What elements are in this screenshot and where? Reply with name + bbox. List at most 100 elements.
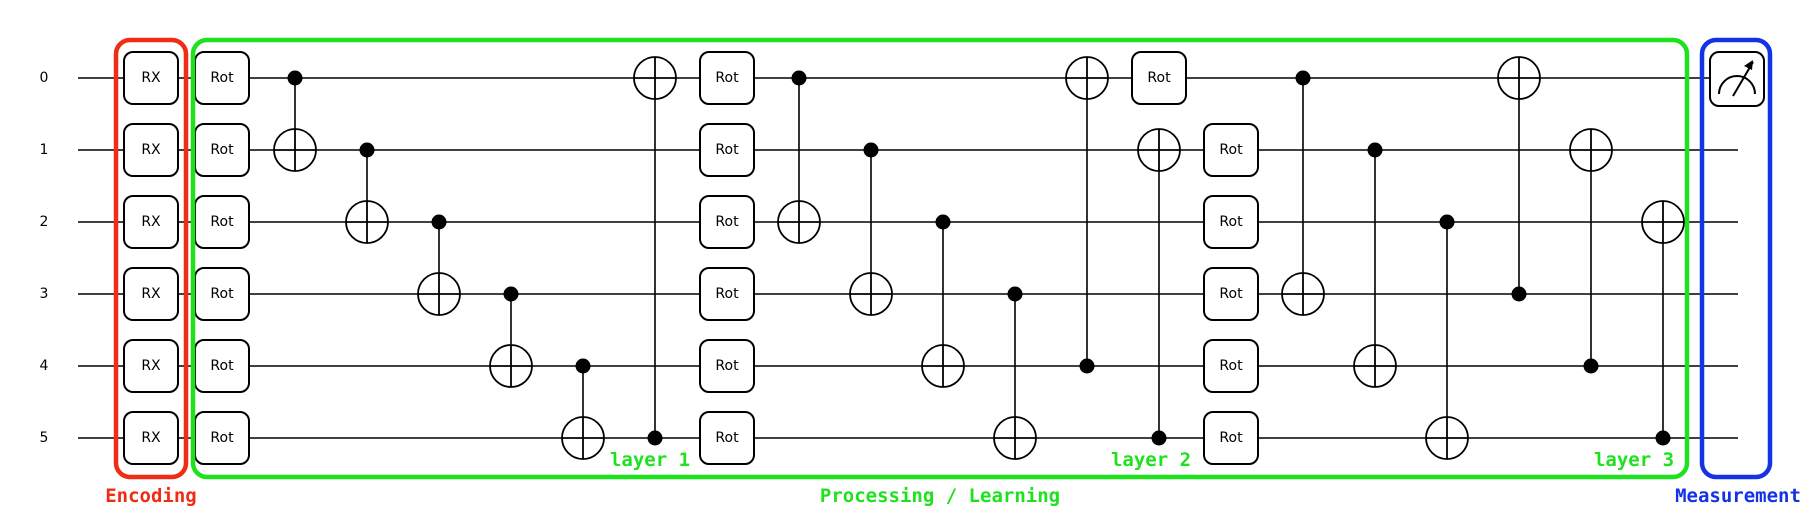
svg-text:Rot: Rot [715,430,739,446]
cnot-gate [921,214,965,388]
cnot-gate [1425,214,1469,460]
cnot-gate [1641,200,1685,446]
control-dot [1655,430,1671,446]
control-dot [1367,142,1383,158]
cnot-gate [273,70,317,172]
cnot-gate [489,286,533,388]
cnot-gate [1497,56,1541,302]
control-dot [1295,70,1311,86]
svg-text:Rot: Rot [1219,214,1243,230]
svg-text:Rot: Rot [1219,142,1243,158]
control-dot [1151,430,1167,446]
qubit-label-5: 5 [40,430,49,446]
rot-gate-l1-q1: Rot [194,123,250,177]
cnot-gate [345,142,389,244]
rot-gate-l3-q0: Rot [1131,51,1187,105]
layer-3-label: layer 3 [1594,449,1674,471]
control-dot [287,70,303,86]
layer-2-label: layer 2 [1111,449,1191,471]
rx-gate-q2: RX [123,195,179,249]
rx-gate-q0: RX [123,51,179,105]
rx-gate-q1: RX [123,123,179,177]
qubit-labels: 0 1 2 3 4 5 [40,70,49,446]
cnot-gate [1353,142,1397,388]
rx-gate-q4: RX [123,339,179,393]
svg-text:RX: RX [141,142,161,158]
svg-text:RX: RX [141,214,161,230]
cnot-gate [1281,70,1325,316]
measurement-frame [1699,37,1773,480]
encoding-label: Encoding [105,485,197,507]
svg-text:Rot: Rot [210,214,234,230]
qubit-label-1: 1 [40,142,49,158]
measurement-gate [1709,51,1765,107]
processing-frame [190,37,1690,480]
rot-gate-l1-q5: Rot [194,411,250,465]
svg-text:Rot: Rot [210,430,234,446]
rot-gate-l3-q4: Rot [1203,339,1259,393]
control-dot [359,142,375,158]
rot-gate-l3-q3: Rot [1203,267,1259,321]
svg-text:RX: RX [141,358,161,374]
svg-text:Rot: Rot [1147,70,1171,86]
cnot-gate [417,214,461,316]
qubit-label-0: 0 [40,70,49,86]
rot-gate-l2-q3: Rot [699,267,755,321]
control-dot [1583,358,1599,374]
rot-gate-l3-q2: Rot [1203,195,1259,249]
svg-text:RX: RX [141,70,161,86]
control-dot [935,214,951,230]
svg-text:Rot: Rot [210,142,234,158]
svg-text:Rot: Rot [210,70,234,86]
svg-text:Rot: Rot [715,358,739,374]
control-dot [647,430,663,446]
control-dot [1079,358,1095,374]
cnot-gate [1065,56,1109,374]
svg-text:Rot: Rot [715,286,739,302]
layer-1-label: layer 1 [610,449,690,471]
qubit-label-4: 4 [40,358,49,374]
rx-gate-q5: RX [123,411,179,465]
encoding-frame [113,37,189,480]
svg-text:RX: RX [141,430,161,446]
qubit-label-3: 3 [40,286,49,302]
rot-gate-l1-q2: Rot [194,195,250,249]
cnot-gate [849,142,893,316]
svg-text:Rot: Rot [1219,358,1243,374]
rot-gate-l1-q0: Rot [194,51,250,105]
rot-gate-l3-q1: Rot [1203,123,1259,177]
control-dot [791,70,807,86]
cnot-gate [777,70,821,244]
svg-text:Rot: Rot [1219,286,1243,302]
processing-label: Processing / Learning [820,485,1060,507]
cnot-gate [561,358,605,460]
svg-text:Rot: Rot [210,286,234,302]
control-dot [863,142,879,158]
cnot-gate [1137,128,1181,446]
control-dot [503,286,519,302]
rot-gate-l2-q5: Rot [699,411,755,465]
rot-gate-l2-q1: Rot [699,123,755,177]
qubit-label-2: 2 [40,214,49,230]
meter-icon [1718,60,1756,97]
svg-text:Rot: Rot [715,214,739,230]
cnot-gate [633,56,677,446]
control-dot [1439,214,1455,230]
rot-gate-l2-q0: Rot [699,51,755,105]
qubit-wires [78,77,1738,439]
rot-gate-l2-q2: Rot [699,195,755,249]
control-dot [431,214,447,230]
gates: RXRXRXRXRXRXRotRotRotRotRotRotRotRotRotR… [123,51,1685,465]
rot-gate-l1-q3: Rot [194,267,250,321]
rot-gate-l2-q4: Rot [699,339,755,393]
control-dot [575,358,591,374]
measurement-label: Measurement [1675,485,1801,507]
svg-text:Rot: Rot [715,70,739,86]
control-dot [1007,286,1023,302]
cnot-gate [1569,128,1613,374]
svg-text:RX: RX [141,286,161,302]
control-dot [1511,286,1527,302]
rot-gate-l1-q4: Rot [194,339,250,393]
rx-gate-q3: RX [123,267,179,321]
